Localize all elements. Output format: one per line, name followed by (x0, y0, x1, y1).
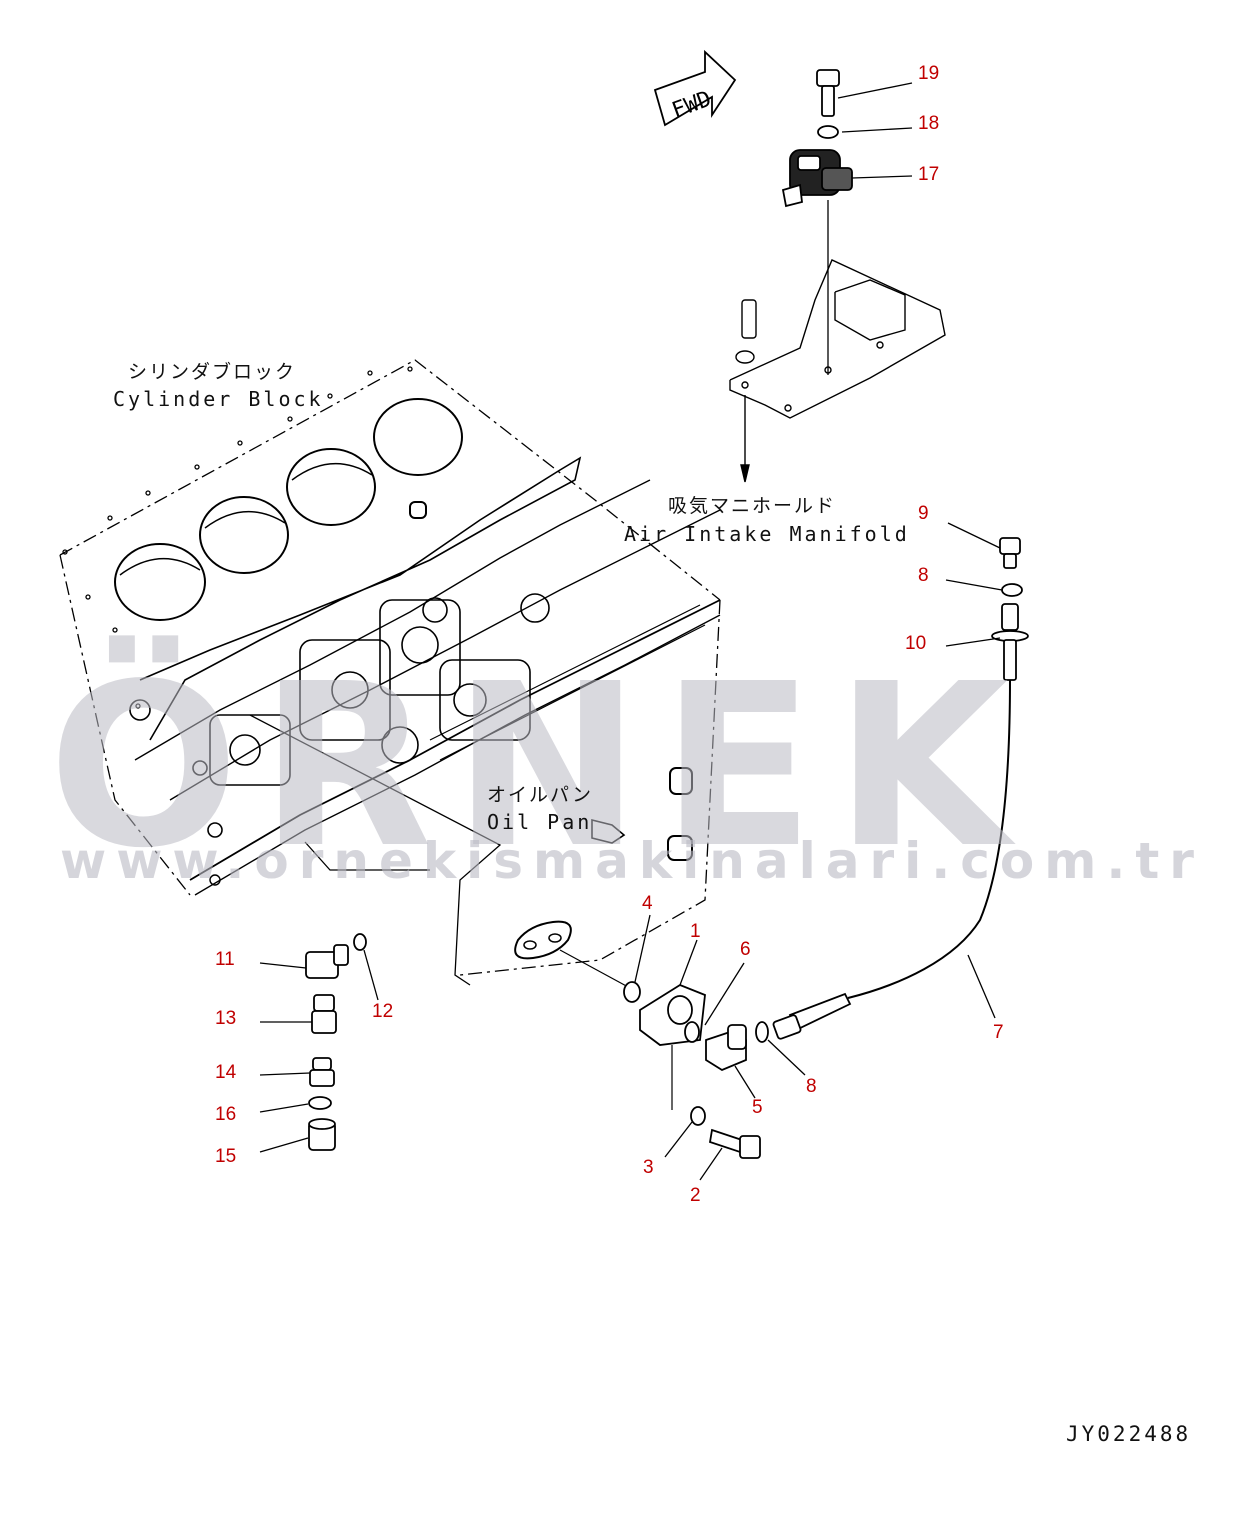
watermark-brand: ÖRNEK (48, 636, 1029, 898)
oil-pan-label-en: Oil Pan (487, 810, 593, 834)
callout-8-lower: 8 (806, 1076, 817, 1097)
part-bolt-19 (816, 69, 840, 117)
part-plug-14 (309, 1057, 335, 1087)
part-oring-16 (308, 1096, 332, 1110)
callout-2: 2 (690, 1185, 701, 1206)
oil-pan-label-jp: オイルパン (487, 784, 593, 806)
leader-lines (259, 82, 1003, 1181)
callout-15: 15 (215, 1146, 237, 1167)
part-oring-4 (623, 981, 641, 1003)
callout-12: 12 (372, 1001, 394, 1022)
watermark-url: www.ornekismakinalari.com.tr (60, 832, 1204, 890)
part-connector-13 (311, 994, 337, 1034)
air-intake-label-en: Air Intake Manifold (624, 522, 910, 546)
fwd-arrow-icon: FWD (653, 49, 737, 127)
callout-19: 19 (918, 63, 940, 84)
part-cap-15 (308, 1118, 336, 1151)
part-oring-8a (1001, 583, 1023, 597)
air-intake-label-jp: 吸気マニホールド (668, 495, 837, 517)
cylinder-block-label-en: Cylinder Block (113, 387, 324, 411)
callout-10: 10 (905, 633, 927, 654)
callout-13: 13 (215, 1008, 237, 1029)
callout-16: 16 (215, 1104, 237, 1125)
callout-17: 17 (918, 164, 940, 185)
part-hose-fitting-7 (772, 992, 852, 1040)
part-hose-7 (847, 679, 1011, 999)
callout-7: 7 (993, 1022, 1004, 1043)
callout-6: 6 (740, 939, 751, 960)
drawing-code: JY022488 (1066, 1422, 1192, 1446)
cylinder-block (59, 359, 721, 989)
part-washer-18 (817, 125, 839, 139)
callout-4: 4 (642, 893, 653, 914)
callout-3: 3 (643, 1157, 654, 1178)
callout-8-upper: 8 (918, 565, 929, 586)
callout-11: 11 (215, 949, 235, 970)
part-relay-17 (781, 149, 853, 208)
callout-1: 1 (690, 921, 701, 942)
intake-bracket (729, 200, 946, 483)
callout-5: 5 (752, 1097, 763, 1118)
part-oring-6 (684, 1021, 700, 1043)
callout-9: 9 (918, 503, 929, 524)
part-oring-12 (353, 933, 367, 951)
part-elbow-5 (705, 1024, 747, 1072)
part-oring-8b (755, 1021, 769, 1043)
part-bolt-9 (999, 537, 1021, 569)
cylinder-block-label-jp: シリンダブロック (128, 361, 297, 383)
part-bolt-2 (708, 1128, 761, 1159)
part-washer-3 (690, 1106, 706, 1126)
callout-14: 14 (215, 1062, 237, 1083)
callout-18: 18 (918, 113, 940, 134)
part-elbow-11 (305, 944, 349, 979)
